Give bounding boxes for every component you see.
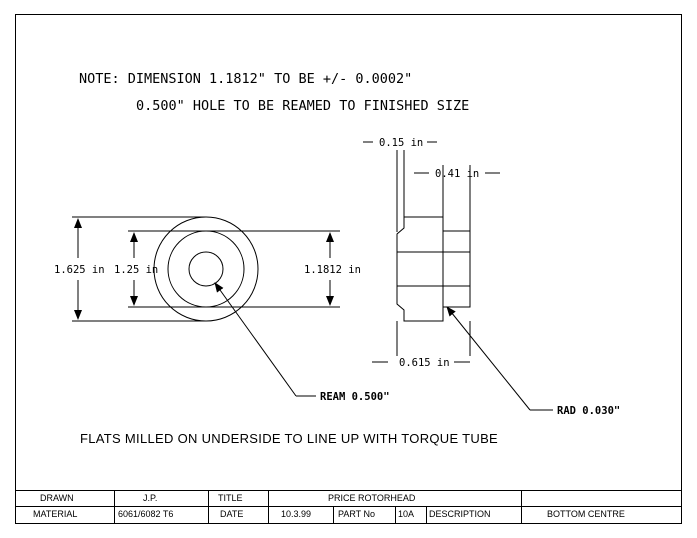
note-line-2: 0.500" HOLE TO BE REAMED TO FINISHED SIZ…	[136, 98, 469, 114]
tb-description-label: DESCRIPTION	[429, 509, 491, 519]
dim-overall-length	[372, 321, 471, 363]
dim-hub-length	[414, 165, 500, 231]
ream-leader	[214, 282, 316, 397]
dim-flange-thickness-label: 0.15 in	[379, 137, 423, 149]
title-block	[15, 490, 682, 524]
tb-material-label: MATERIAL	[33, 509, 77, 519]
dim-flange-thickness	[363, 141, 437, 232]
middle-circle	[167, 230, 245, 308]
dim-mid-diameter-label: 1.25 in	[114, 264, 158, 276]
rad-callout: RAD 0.030"	[557, 405, 620, 417]
bore-circle	[188, 251, 224, 287]
tb-date-label: DATE	[220, 509, 243, 519]
tb-part-no-label: PART No	[338, 509, 375, 519]
tb-material-value: 6061/6082 T6	[118, 509, 173, 519]
dim-outer-diameter-label: 1.625 in	[54, 264, 105, 276]
dim-hub-length-label: 0.41 in	[435, 168, 479, 180]
dim-mid-diameter	[128, 230, 206, 308]
tb-description-value: BOTTOM CENTRE	[547, 509, 625, 519]
outer-circle	[153, 216, 259, 322]
tb-date-value: 10.3.99	[281, 509, 311, 519]
tb-part-no-value: 10A	[398, 509, 414, 519]
dim-bore-flat-label: 1.1812 in	[304, 264, 361, 276]
rad-leader	[446, 306, 553, 411]
side-view	[396, 216, 471, 322]
tb-drawn-value: J.P.	[143, 493, 157, 503]
flats-note: FLATS MILLED ON UNDERSIDE TO LINE UP WIT…	[80, 431, 498, 446]
tb-drawn-label: DRAWN	[40, 493, 74, 503]
dim-bore-flat	[206, 230, 340, 308]
front-view	[153, 216, 259, 322]
dim-outer-diameter	[72, 216, 206, 322]
tb-title-label: TITLE	[218, 493, 243, 503]
tb-title-value: PRICE ROTORHEAD	[328, 493, 416, 503]
note-line-1: NOTE: DIMENSION 1.1812" TO BE +/- 0.0002…	[79, 71, 412, 87]
dim-overall-length-label: 0.615 in	[399, 357, 450, 369]
ream-callout: REAM 0.500"	[320, 391, 390, 403]
